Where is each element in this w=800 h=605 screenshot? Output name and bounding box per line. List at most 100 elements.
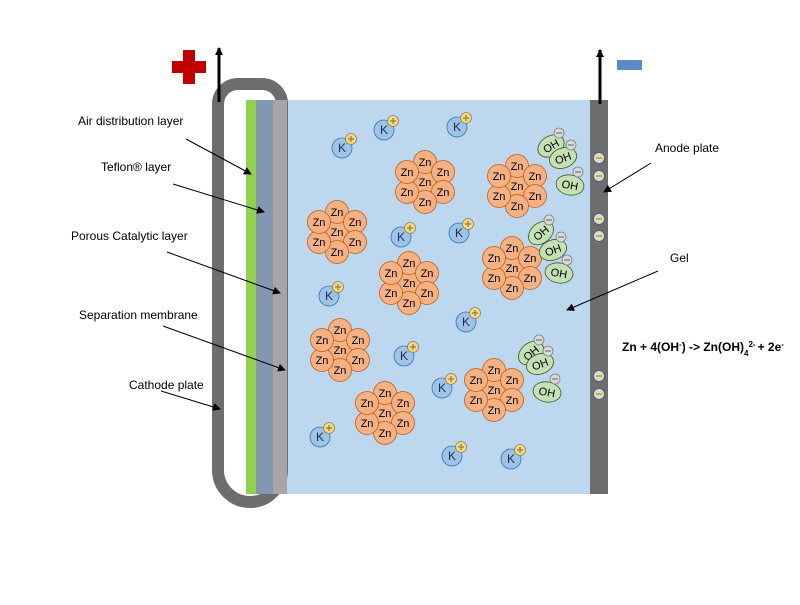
- zinc-particle: Zn: [307, 230, 331, 254]
- zinc-label: Zn: [529, 191, 542, 203]
- zinc-label: Zn: [331, 207, 344, 219]
- potassium-label: K: [462, 315, 470, 329]
- hydroxide-ion: OH: [549, 147, 577, 169]
- electron-icon: [593, 213, 605, 225]
- air-distribution-layer: [246, 100, 256, 494]
- zinc-label: Zn: [334, 325, 347, 337]
- hydroxide-ion: OH: [544, 262, 574, 284]
- zinc-particle: Zn: [343, 230, 367, 254]
- electron-icon: [593, 170, 605, 182]
- zinc-particle: Zn: [500, 388, 524, 412]
- zinc-label: Zn: [316, 335, 329, 347]
- potassium-ion: K: [431, 373, 457, 399]
- zinc-particle: Zn: [325, 240, 349, 264]
- potassium-label: K: [438, 381, 446, 395]
- zinc-particle: Zn: [482, 246, 506, 270]
- zinc-label: Zn: [401, 187, 414, 199]
- negative-charge-icon: [572, 166, 584, 178]
- arrow-gel: [566, 270, 659, 311]
- zinc-particle: Zn: [397, 291, 421, 315]
- potassium-ion: K: [500, 444, 526, 470]
- zinc-particle: Zn: [395, 160, 419, 184]
- zinc-particle: Zn: [310, 328, 334, 352]
- zinc-particle: Zn: [482, 398, 506, 422]
- zinc-particle: Zn: [500, 368, 524, 392]
- zinc-particle: Zn: [391, 391, 415, 415]
- label-porous-catalytic-layer: Porous Catalytic layer: [71, 229, 188, 243]
- positive-charge-icon: [404, 222, 416, 234]
- zinc-label: Zn: [331, 247, 344, 259]
- zinc-label: Zn: [349, 217, 362, 229]
- zinc-particle: Zn: [413, 150, 437, 174]
- zinc-label: Zn: [379, 428, 392, 440]
- zinc-particle: Zn: [482, 266, 506, 290]
- potassium-ion: K: [446, 112, 472, 138]
- zinc-particle: Zn: [505, 154, 529, 178]
- minus-terminal-icon: [617, 60, 642, 70]
- zinc-label: Zn: [316, 355, 329, 367]
- positive-charge-icon: [387, 115, 399, 127]
- zinc-label: Zn: [419, 177, 432, 189]
- positive-charge-icon: [332, 281, 344, 293]
- zinc-particle: Zn: [355, 391, 379, 415]
- potassium-label: K: [400, 349, 408, 363]
- zinc-particle: Zn: [355, 411, 379, 435]
- arrow-porous-catalytic-layer: [166, 251, 281, 295]
- negative-charge-icon: [542, 345, 554, 357]
- zinc-clusters: ZnZnZnZnZnZnZnZnZnZnZnZnZnZnZnZnZnZnZnZn…: [307, 150, 547, 445]
- positive-charge-icon: [445, 373, 457, 385]
- potassium-label: K: [455, 226, 463, 240]
- zinc-particle: Zn: [379, 281, 403, 305]
- potassium-ion: K: [441, 441, 467, 467]
- potassium-ion: K: [331, 133, 357, 159]
- porous-catalytic-layer: [273, 100, 287, 494]
- zinc-label: Zn: [470, 395, 483, 407]
- zinc-particle: Zn: [431, 160, 455, 184]
- hydroxide-ion: OH: [532, 381, 562, 403]
- negative-charge-icon: [561, 254, 573, 266]
- negative-charge-icon: [555, 231, 567, 243]
- zinc-particle: Zn: [518, 246, 542, 270]
- zinc-label: Zn: [506, 375, 519, 387]
- zinc-label: Zn: [313, 217, 326, 229]
- arrow-cathode-plate: [160, 390, 221, 411]
- zinc-particle: Zn: [487, 184, 511, 208]
- hydroxide-label: OH: [544, 242, 564, 259]
- zinc-label: Zn: [488, 385, 501, 397]
- zinc-particle: Zn: [487, 164, 511, 188]
- label-cathode-plate: Cathode plate: [129, 378, 204, 392]
- negative-charge-icon: [543, 214, 555, 226]
- zinc-label: Zn: [352, 335, 365, 347]
- zinc-particle: Zn: [346, 348, 370, 372]
- zinc-label: Zn: [437, 167, 450, 179]
- zinc-label: Zn: [403, 278, 416, 290]
- zinc-label: Zn: [437, 187, 450, 199]
- arrow-air-distribution-layer: [185, 138, 252, 175]
- electron-icon: [593, 152, 605, 164]
- zinc-label: Zn: [419, 157, 432, 169]
- negative-charge-icon: [553, 127, 565, 139]
- potassium-label: K: [507, 452, 515, 466]
- potassium-ion: K: [455, 307, 481, 333]
- zinc-particle: Zn: [523, 164, 547, 188]
- negative-charge-icon: [549, 373, 561, 385]
- potassium-label: K: [397, 230, 405, 244]
- zinc-particle: Zn: [431, 180, 455, 204]
- teflon-layer: [256, 100, 273, 494]
- potassium-ion: K: [373, 115, 399, 141]
- zinc-particle: Zn: [310, 348, 334, 372]
- arrow-separation-membrane: [162, 325, 286, 372]
- zinc-label: Zn: [511, 161, 524, 173]
- zinc-label: Zn: [361, 418, 374, 430]
- positive-charge-icon: [469, 307, 481, 319]
- zinc-particle: Zn: [346, 328, 370, 352]
- anode-electrons: [593, 152, 605, 400]
- potassium-label: K: [316, 430, 324, 444]
